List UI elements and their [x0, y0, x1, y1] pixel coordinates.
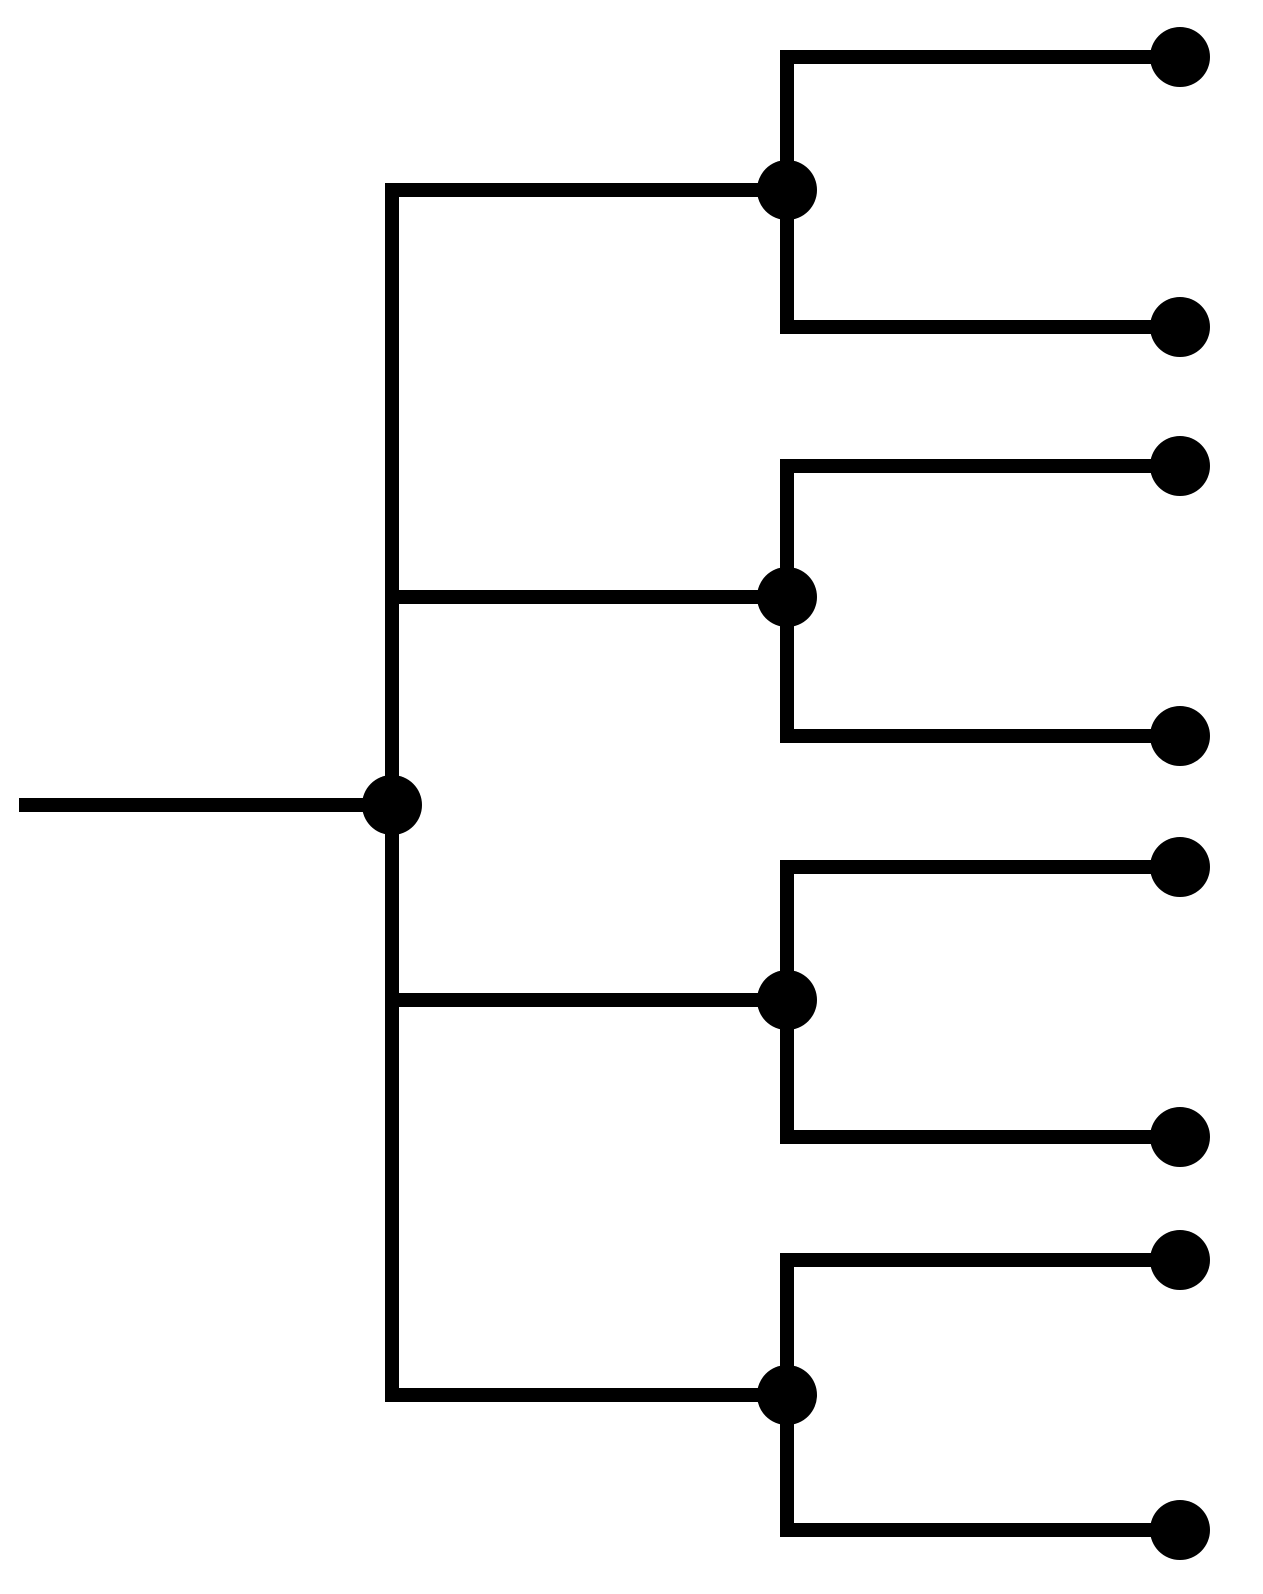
- tree-nodes: [362, 27, 1210, 1560]
- leaf-node-b1-leaf2: [1150, 297, 1210, 357]
- leaf-node-b3-leaf1: [1150, 837, 1210, 897]
- leaf-node-b4-leaf1: [1150, 1230, 1210, 1290]
- leaf-node-b2-leaf1: [1150, 436, 1210, 496]
- branch-node-b2: [757, 567, 817, 627]
- branch-node-b1: [757, 160, 817, 220]
- leaf-node-b2-leaf2: [1150, 706, 1210, 766]
- root-node: [362, 775, 422, 835]
- branch-node-b4: [757, 1365, 817, 1425]
- leaf-node-b4-leaf2: [1150, 1500, 1210, 1560]
- branch-node-b3: [757, 970, 817, 1030]
- tree-edges: [19, 50, 1187, 1537]
- leaf-node-b1-leaf1: [1150, 27, 1210, 87]
- leaf-node-b3-leaf2: [1150, 1107, 1210, 1167]
